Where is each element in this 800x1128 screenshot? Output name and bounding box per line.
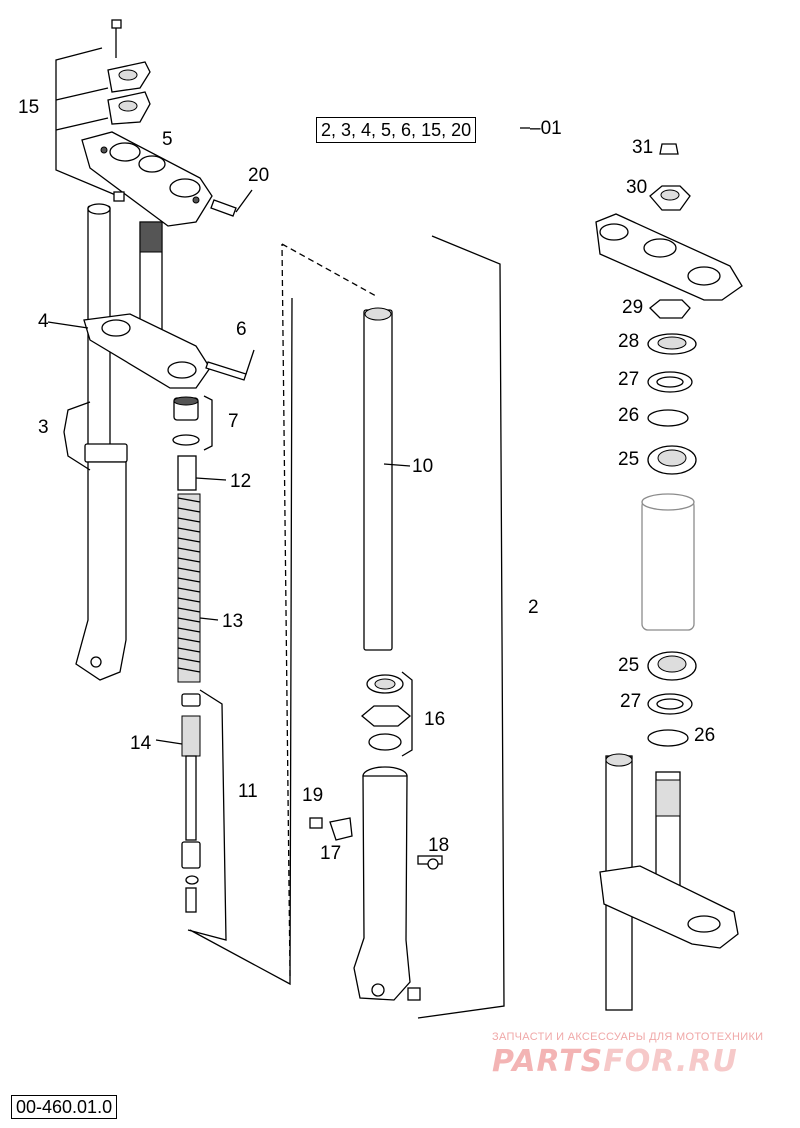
cap-31 <box>659 143 679 155</box>
callout-4: 4 <box>38 311 49 332</box>
damper-rod-14 <box>181 693 201 913</box>
kit-items-box: 2, 3, 4, 5, 6, 15, 20 <box>316 117 477 143</box>
callout-18: 18 <box>428 835 450 856</box>
clamp-bolt-20 <box>210 189 253 217</box>
callout-7: 7 <box>228 411 239 432</box>
o-ring-26b <box>647 729 689 747</box>
outer-slider-right <box>353 766 411 1001</box>
bolt-18 <box>417 855 443 870</box>
callout-12: 12 <box>230 471 252 492</box>
callout-27b: 27 <box>620 691 642 712</box>
callout-14: 14 <box>130 733 152 754</box>
callout-28: 28 <box>618 331 640 352</box>
watermark-logo: PARTSFOR.RU <box>492 1044 738 1079</box>
callout-11: 11 <box>238 781 258 802</box>
callout-5: 5 <box>162 129 173 150</box>
callout-20: 20 <box>248 165 270 186</box>
upper-triple-clamp-right <box>595 213 743 301</box>
callout-26b: 26 <box>694 725 716 746</box>
callout-25b: 25 <box>618 655 640 676</box>
callout-10: 10 <box>412 456 434 477</box>
fork-spring-13 <box>177 493 201 683</box>
callout-3-brace <box>63 401 91 471</box>
callout-30: 30 <box>626 177 648 198</box>
callout-2-bracket <box>417 235 505 1019</box>
clamp-bolt-6 <box>205 349 255 381</box>
seal-kit-16 <box>360 671 413 757</box>
watermark-logo-b: FOR.RU <box>603 1044 738 1079</box>
bearing-25a <box>647 445 697 475</box>
dashed-guide <box>281 243 377 977</box>
callout-16: 16 <box>424 709 446 730</box>
nut-19 <box>309 817 323 829</box>
dust-seal-27b <box>647 693 693 715</box>
callout-31: 31 <box>632 137 654 158</box>
callout-6: 6 <box>236 319 247 340</box>
upper-triple-clamp <box>81 131 213 227</box>
spacer-12 <box>177 455 197 491</box>
callout-13: 13 <box>222 611 244 632</box>
nut-30 <box>649 185 691 211</box>
callout-27a: 27 <box>618 369 640 390</box>
left-fork-slider <box>75 443 128 681</box>
small-nut <box>113 191 125 202</box>
steering-stem <box>139 221 163 333</box>
bearing-25b <box>647 651 697 681</box>
bearing-race-28 <box>647 333 697 355</box>
handlebar-clamp-bolt <box>111 19 122 58</box>
o-ring-7 <box>172 434 200 446</box>
o-ring-26a <box>647 409 689 427</box>
callout-7-brace <box>203 395 213 451</box>
clip-17 <box>329 817 353 841</box>
drawing-code: 00-460.01.0 <box>11 1095 118 1119</box>
callout-2: 2 <box>528 597 539 618</box>
callout-15-bracket <box>55 47 119 197</box>
nut-29 <box>649 299 691 319</box>
dust-seal-27a <box>647 371 693 393</box>
leader-lines <box>47 127 530 745</box>
callout-25a: 25 <box>618 449 640 470</box>
steering-head-tube <box>641 493 695 631</box>
callout-26a: 26 <box>618 405 640 426</box>
inner-tube-10 <box>363 307 393 651</box>
callout-11-bracket <box>187 297 293 986</box>
callout-15: 15 <box>18 97 40 118</box>
callout-3: 3 <box>38 417 49 438</box>
handlebar-clamp-lower <box>107 91 151 125</box>
lower-triple-clamp-right <box>599 753 739 1011</box>
callout-17: 17 <box>320 843 342 864</box>
kit-suffix: –01 <box>530 118 562 139</box>
watermark-tagline: ЗАПЧАСТИ И АКСЕССУАРЫ ДЛЯ МОТОТЕХНИКИ <box>492 1031 764 1043</box>
small-nut-bottom <box>407 987 421 1001</box>
fork-cap-7 <box>173 396 199 421</box>
callout-19: 19 <box>302 785 324 806</box>
lower-triple-clamp <box>83 313 211 389</box>
handlebar-clamp-upper <box>107 61 151 93</box>
callout-29: 29 <box>622 297 644 318</box>
watermark-logo-a: PARTS <box>492 1044 604 1079</box>
